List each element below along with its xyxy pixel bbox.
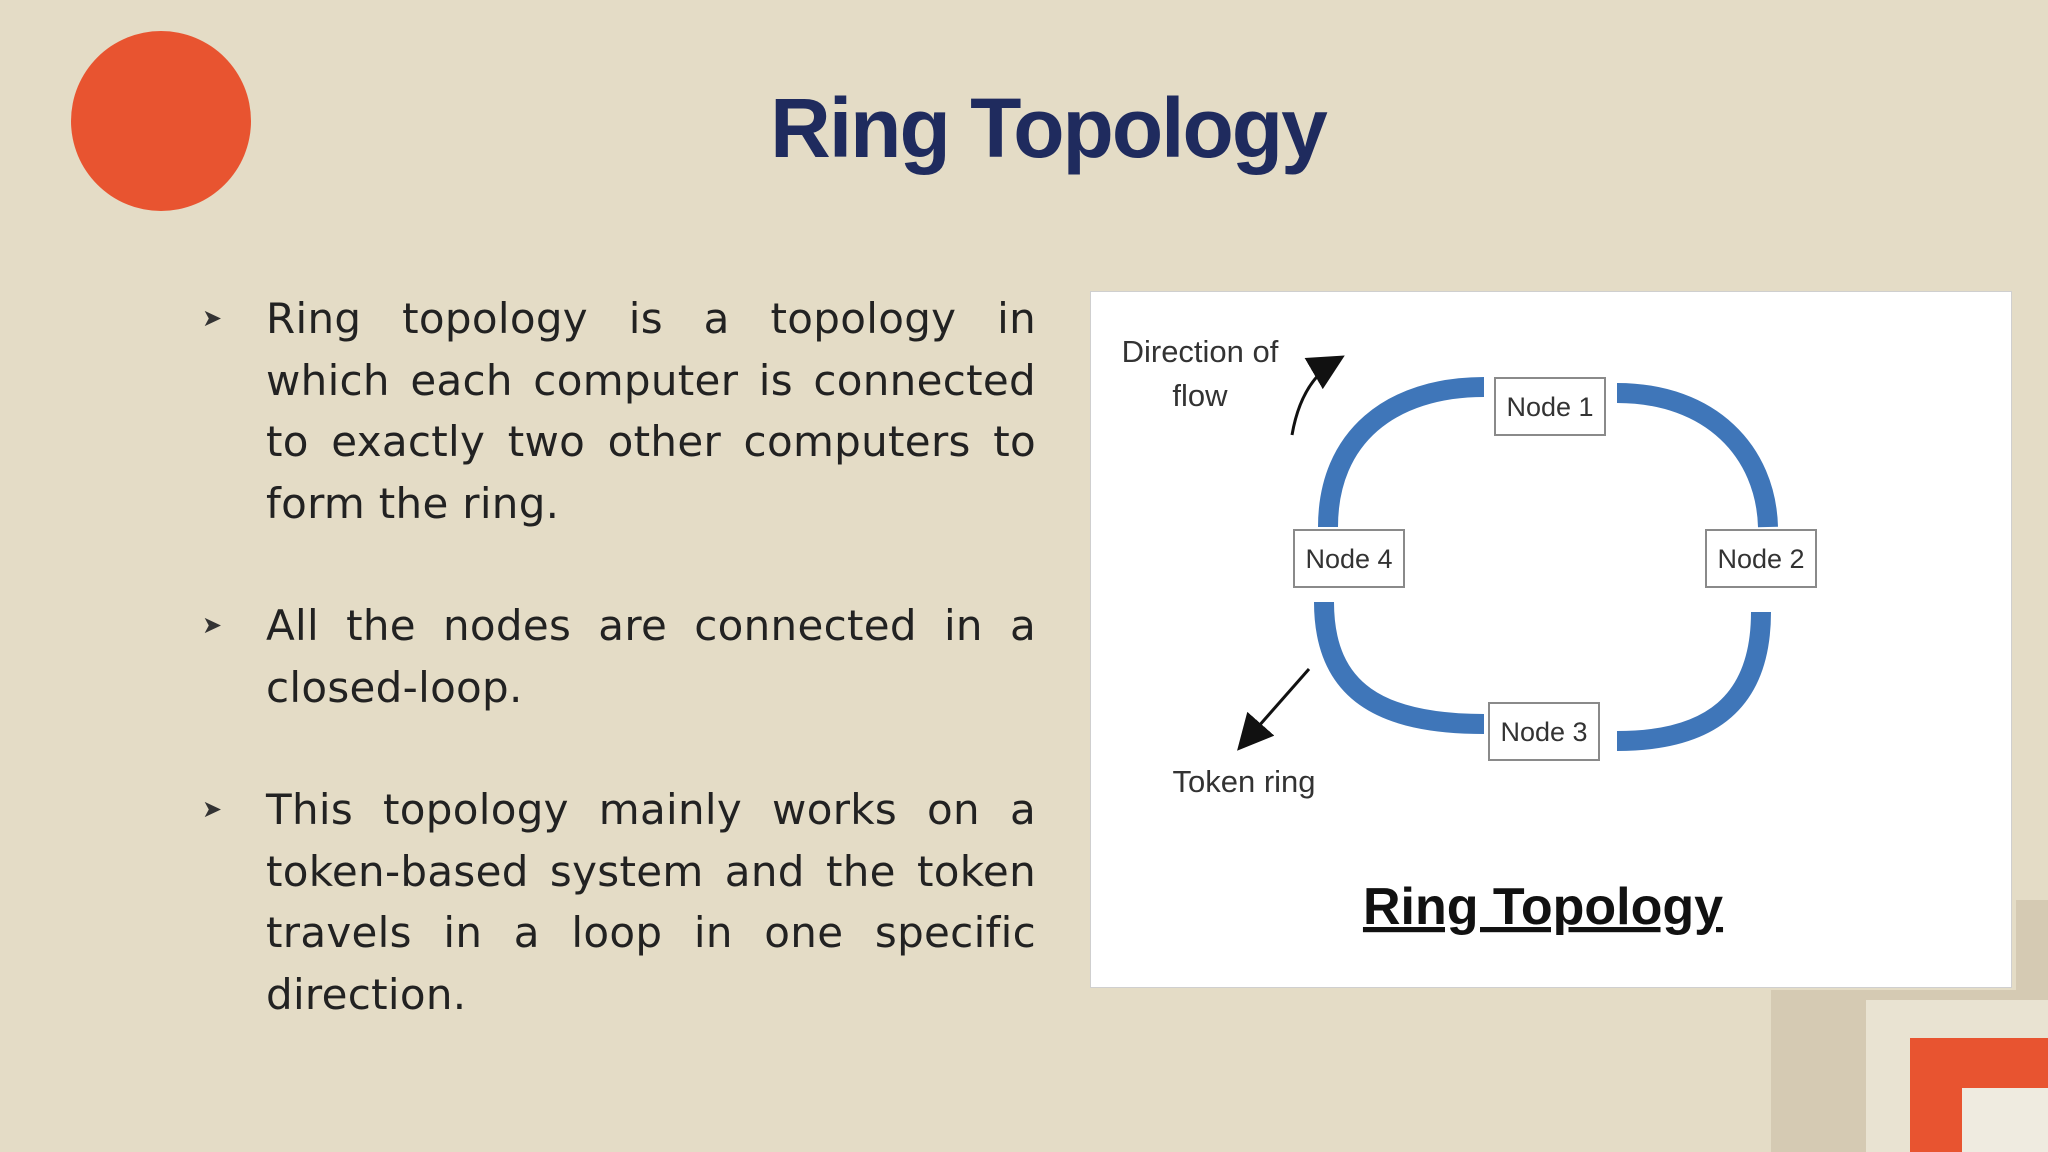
node-1: Node 1 <box>1494 377 1606 436</box>
arrowhead-bullet-icon: ➤ <box>202 611 223 639</box>
decorative-corner-side <box>2016 900 2048 990</box>
node-3: Node 3 <box>1488 702 1600 761</box>
node-4-label: Node 4 <box>1305 544 1392 574</box>
decorative-circle <box>71 31 251 211</box>
bullet-list: ➤ Ring topology is a topology in which e… <box>196 288 1036 1086</box>
ring-arc-top-left <box>1318 377 1485 528</box>
ring-arc-bottom-left <box>1314 601 1485 734</box>
node-3-label: Node 3 <box>1500 717 1587 747</box>
node-2: Node 2 <box>1705 529 1817 588</box>
ring-diagram-svg: Node 1 Node 2 Node 3 Node 4 Direction of… <box>1122 334 1817 936</box>
bullet-item: ➤ This topology mainly works on a token-… <box>196 779 1036 1025</box>
curved-arrow-icon <box>1290 355 1345 436</box>
arrowhead-bullet-icon: ➤ <box>202 304 223 332</box>
bullet-text: Ring topology is a topology in which eac… <box>266 294 1036 528</box>
node-1-label: Node 1 <box>1506 392 1593 422</box>
token-ring-label: Token ring <box>1172 764 1315 799</box>
diagram-caption: Ring Topology <box>1363 878 1723 936</box>
bullet-item: ➤ All the nodes are connected in a close… <box>196 595 1036 718</box>
diagonal-arrow-icon <box>1237 668 1311 751</box>
bullet-item: ➤ Ring topology is a topology in which e… <box>196 288 1036 534</box>
node-2-label: Node 2 <box>1717 544 1804 574</box>
ring-arc-bottom-right <box>1616 611 1771 751</box>
decorative-corner-cut <box>1962 1088 2048 1152</box>
node-4: Node 4 <box>1293 529 1405 588</box>
arrowhead-bullet-icon: ➤ <box>202 795 223 823</box>
slide-title: Ring Topology <box>770 81 1328 175</box>
ring-topology-diagram: Node 1 Node 2 Node 3 Node 4 Direction of… <box>1090 291 2012 988</box>
ring-arc-top-right <box>1616 383 1778 528</box>
direction-label-line1: Direction of <box>1122 334 1279 369</box>
bullet-text: All the nodes are connected in a closed-… <box>266 601 1036 712</box>
direction-label-line2: flow <box>1172 378 1228 413</box>
bullet-text: This topology mainly works on a token-ba… <box>266 785 1036 1019</box>
